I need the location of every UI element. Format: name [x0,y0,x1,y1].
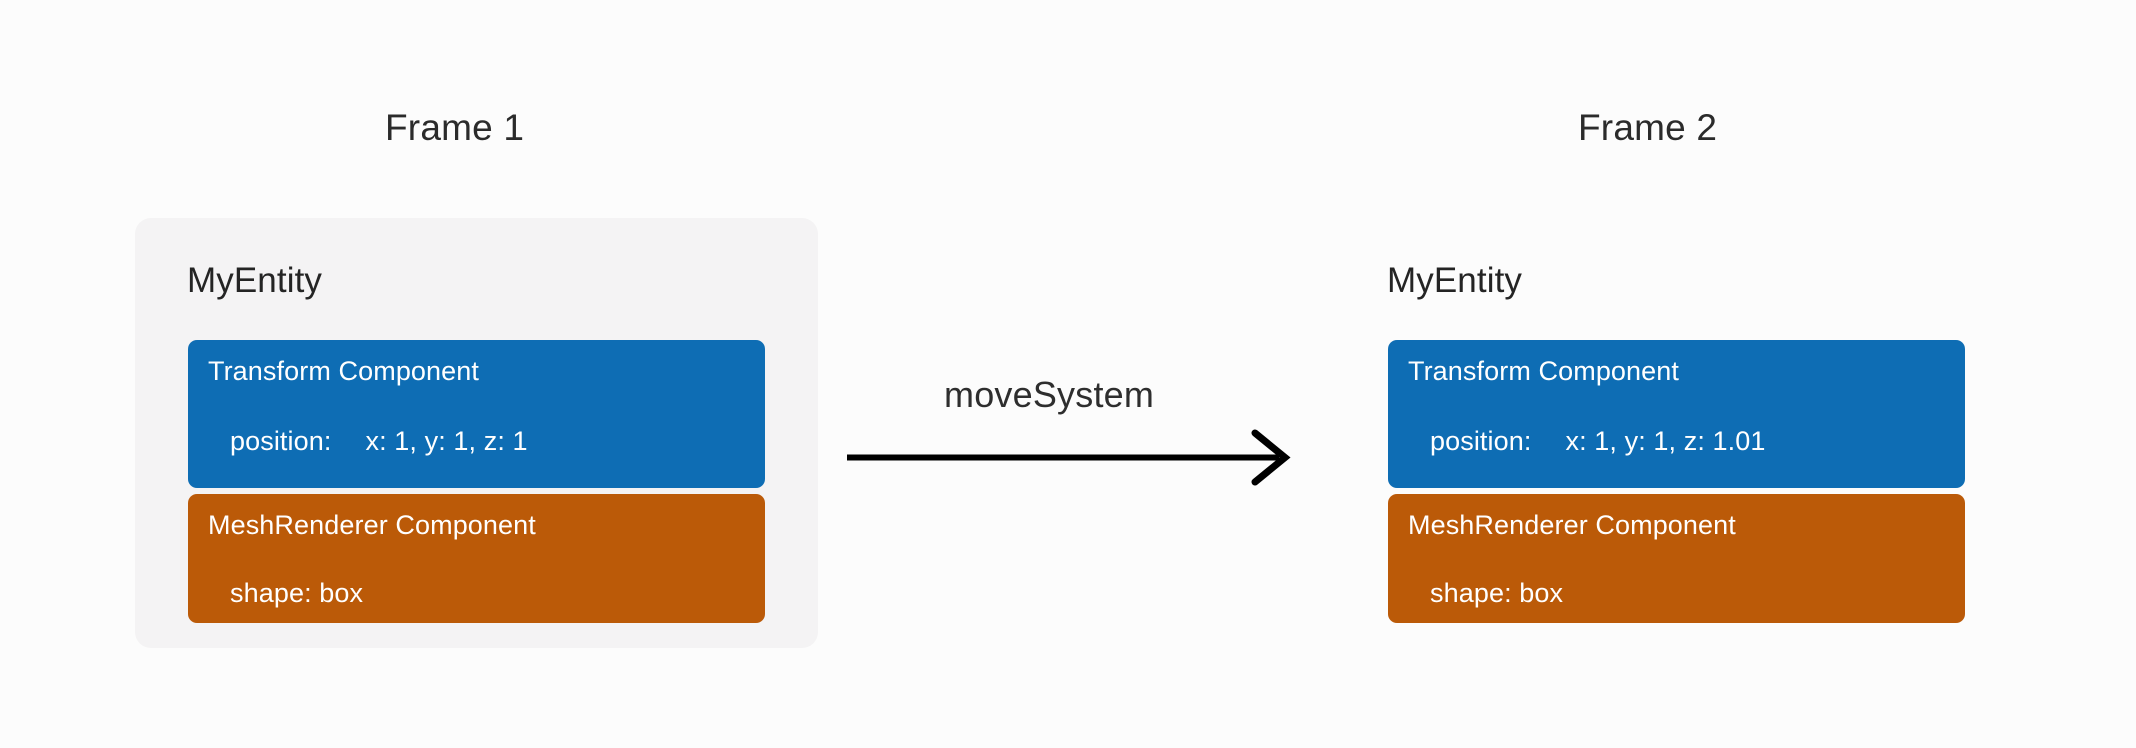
frame-1-transform-component-title: Transform Component [208,356,480,386]
frame-1-transform-component-card[interactable]: Transform Component position: x: 1, y: 1… [188,340,765,488]
frame-1-meshrenderer-component-card[interactable]: MeshRenderer Component shape: box [188,494,765,623]
transition-arrow-icon [847,429,1291,486]
frame-2-meshrenderer-component-title: MeshRenderer Component [1408,510,1736,540]
frame-1-transform-position-row: position: x: 1, y: 1, z: 1 [230,426,528,457]
frame-2-transform-position-row: position: x: 1, y: 1, z: 1.01 [1430,426,1765,457]
frame-1-meshrenderer-shape-row: shape: box [230,578,363,609]
frame-2-panel: MyEntity Transform Component position: x… [1335,218,2018,648]
frame-2-transform-position-value: x: 1, y: 1, z: 1.01 [1565,426,1766,456]
frame-2-meshrenderer-shape-row: shape: box [1430,578,1563,609]
frame-2-title: Frame 2 [1578,107,1718,148]
frame-2-meshrenderer-shape-key: shape: box [1430,578,1564,608]
move-system-label: moveSystem [944,374,1155,415]
frame-1-title: Frame 1 [385,107,525,148]
frame-2-entity-name: MyEntity [1387,261,1522,300]
frame-2-meshrenderer-component-card[interactable]: MeshRenderer Component shape: box [1388,494,1965,623]
frame-1-meshrenderer-component-title: MeshRenderer Component [208,510,536,540]
frame-1-transform-position-value: x: 1, y: 1, z: 1 [365,426,528,456]
frame-1-transform-position-key: position: [230,426,332,456]
frame-1-entity-name: MyEntity [187,261,322,300]
frame-2-transform-component-card[interactable]: Transform Component position: x: 1, y: 1… [1388,340,1965,488]
frame-2-transform-position-key: position: [1430,426,1532,456]
frame-1-panel: MyEntity Transform Component position: x… [135,218,818,648]
frame-1-meshrenderer-shape-key: shape: box [230,578,364,608]
frame-2-transform-component-title: Transform Component [1408,356,1680,386]
